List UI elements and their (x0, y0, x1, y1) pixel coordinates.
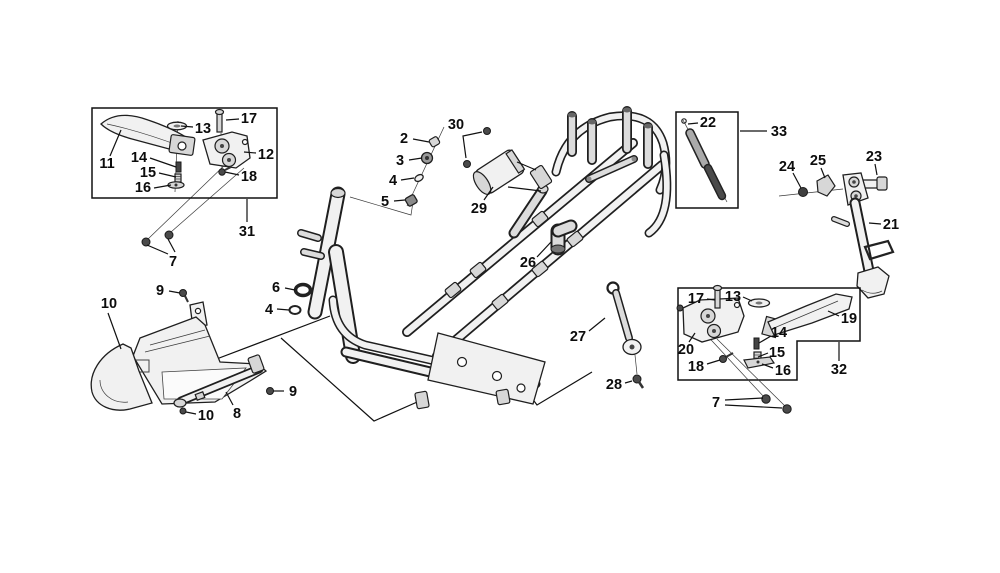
callout-2: 2 (400, 131, 408, 147)
callout-3: 3 (396, 153, 404, 169)
rubber-elbow-part-26 (550, 219, 578, 256)
callout-10-lower: 10 (198, 408, 214, 424)
callout-14-right: 14 (771, 325, 787, 341)
bolt-part-9-lower (266, 387, 274, 395)
callout-9-lower: 9 (289, 384, 297, 400)
grommet-group (288, 282, 313, 315)
left-bolts-7 (141, 160, 245, 247)
callout-26: 26 (520, 255, 536, 271)
seat-rail-posts (567, 106, 653, 169)
callout-6: 6 (272, 280, 280, 296)
callout-5: 5 (381, 194, 389, 210)
side-stand-group (778, 172, 895, 299)
callout-7-right: 7 (712, 395, 720, 411)
nut-part-24 (798, 187, 808, 197)
bolt-part-28 (632, 374, 642, 384)
washer-part-4-upper (414, 173, 424, 183)
engine-mount-plate (414, 332, 546, 410)
bolt-part-7-right-b (782, 404, 792, 414)
callout-27: 27 (570, 329, 586, 345)
clip-part-10-lower (179, 407, 187, 415)
callout-13-left: 13 (195, 121, 211, 137)
bolt-part-18-left (218, 168, 226, 176)
callout-16-left: 16 (135, 180, 151, 196)
callout-18-left: 18 (241, 169, 257, 185)
pin-part-14-left (175, 161, 182, 173)
callout-9-upper: 9 (156, 283, 164, 299)
spring-part-22 (705, 165, 725, 199)
callout-29: 29 (471, 201, 487, 217)
ring-part-4-lower (288, 305, 302, 315)
ignition-coil-group (463, 127, 553, 195)
group-box-31 (91, 107, 278, 199)
bolt-part-30b (463, 160, 471, 168)
side-stand-part-21 (851, 199, 873, 275)
callout-12: 12 (258, 147, 274, 163)
callout-30: 30 (448, 117, 464, 133)
callout-14-left: 14 (131, 150, 147, 166)
spring-part-15-left (174, 173, 182, 183)
callout-17-left: 17 (241, 111, 257, 127)
bolt-part-30a (483, 127, 491, 135)
callout-16-right: 16 (775, 363, 791, 379)
callout-22: 22 (700, 115, 716, 131)
callout-18-right: 18 (688, 359, 704, 375)
callout-28: 28 (606, 377, 622, 393)
callout-7-left: 7 (169, 254, 177, 270)
callout-17-right: 17 (688, 291, 704, 307)
callout-leader-lines (107, 118, 882, 415)
callout-31: 31 (239, 224, 255, 240)
fastener-chain-group (349, 126, 445, 216)
clamp-part-25 (816, 174, 836, 197)
callout-19: 19 (841, 311, 857, 327)
group-box-33 (675, 111, 739, 209)
callout-32: 32 (831, 362, 847, 378)
pin-part-14-right (753, 337, 760, 350)
bolt-part-7-right-a (761, 394, 771, 404)
callout-11: 11 (99, 156, 114, 172)
callout-4-lower: 4 (265, 302, 273, 318)
group-box-32 (677, 287, 861, 381)
callout-10-upper: 10 (101, 296, 117, 312)
bolt-part-18-right (719, 355, 727, 363)
bolt-part-9-upper (179, 289, 187, 297)
callout-15-right: 15 (769, 345, 785, 361)
stand-foot (856, 266, 890, 299)
callout-13-right: 13 (725, 289, 741, 305)
nut-part-2 (428, 136, 441, 148)
left-footrest-assembly-box (91, 107, 278, 199)
callout-21: 21 (883, 217, 899, 233)
callout-8: 8 (233, 406, 241, 422)
callout-4-upper: 4 (389, 173, 397, 189)
frame-clamps (444, 210, 584, 311)
stand-spring-box (675, 111, 739, 209)
callout-33: 33 (771, 124, 787, 140)
stand-linkage-part-27 (606, 281, 645, 389)
callout-20: 20 (678, 342, 694, 358)
grommet-part-5 (404, 194, 418, 207)
callout-23: 23 (866, 149, 882, 165)
callout-24: 24 (779, 159, 795, 175)
right-footrest-assembly-box (676, 284, 861, 414)
callout-15-left: 15 (140, 165, 156, 181)
grommet-part-6 (293, 282, 313, 298)
callout-25: 25 (810, 153, 826, 169)
side-cover-part-10 (90, 343, 153, 411)
frame-illustration (205, 106, 672, 422)
callout-labels: 11 13 17 12 14 15 16 18 31 2 3 4 5 30 29… (99, 111, 899, 424)
